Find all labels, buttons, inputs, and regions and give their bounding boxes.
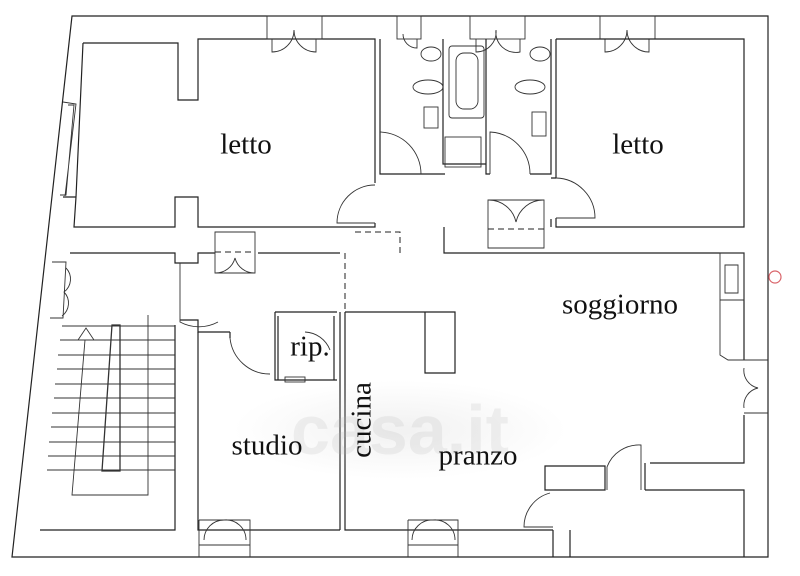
bathtub-icon [448,45,485,119]
door-bathroom-left [379,131,422,175]
wall-kitchen [344,311,554,557]
door-studio [229,337,271,375]
rip-vent [284,376,306,383]
window-top [266,15,656,53]
sanitary-fixtures [412,46,551,137]
room-label-storage: rip. [290,330,330,363]
window-right [743,359,768,414]
room-label-living: soggiorno [562,288,678,321]
wall-studio [197,311,341,531]
bathtub-inner [455,52,479,110]
fireplace-icon [719,252,745,361]
wall-bathrooms [379,39,557,178]
watermark: casa.it [231,380,569,480]
window-bottom-studio [198,519,251,557]
shower-tray-icon [444,136,482,168]
room-label-dining: pranzo [438,439,518,472]
door-dining-bottom [523,492,553,528]
wardrobe-hall [214,231,256,274]
door-entrance [50,261,71,319]
room-label-study: studio [231,429,303,462]
door-dining-right [606,444,642,490]
room-label-bedroom-left: letto [220,128,272,161]
wardrobe-corridor [487,199,545,249]
wall-bottom-right [544,465,745,557]
door-rip [304,331,331,351]
wall-bedroom-left [63,38,376,228]
window-bottom-pranzo [407,519,459,557]
wall-hall [40,252,340,531]
door-bathroom-right [489,131,531,175]
room-label-bedroom-right: letto [612,128,664,161]
door-hall [179,263,219,328]
room-label-kitchen: cucina [345,382,378,458]
stairs [47,315,175,496]
open-partition [344,231,401,310]
wall-corridor [443,227,745,490]
window-left [60,101,77,197]
door-bedroom-right [555,177,596,219]
door-bedroom-left [336,184,376,224]
outer-wall [11,15,769,558]
wall-bedroom-right [550,38,745,228]
marker-icon [768,270,782,284]
